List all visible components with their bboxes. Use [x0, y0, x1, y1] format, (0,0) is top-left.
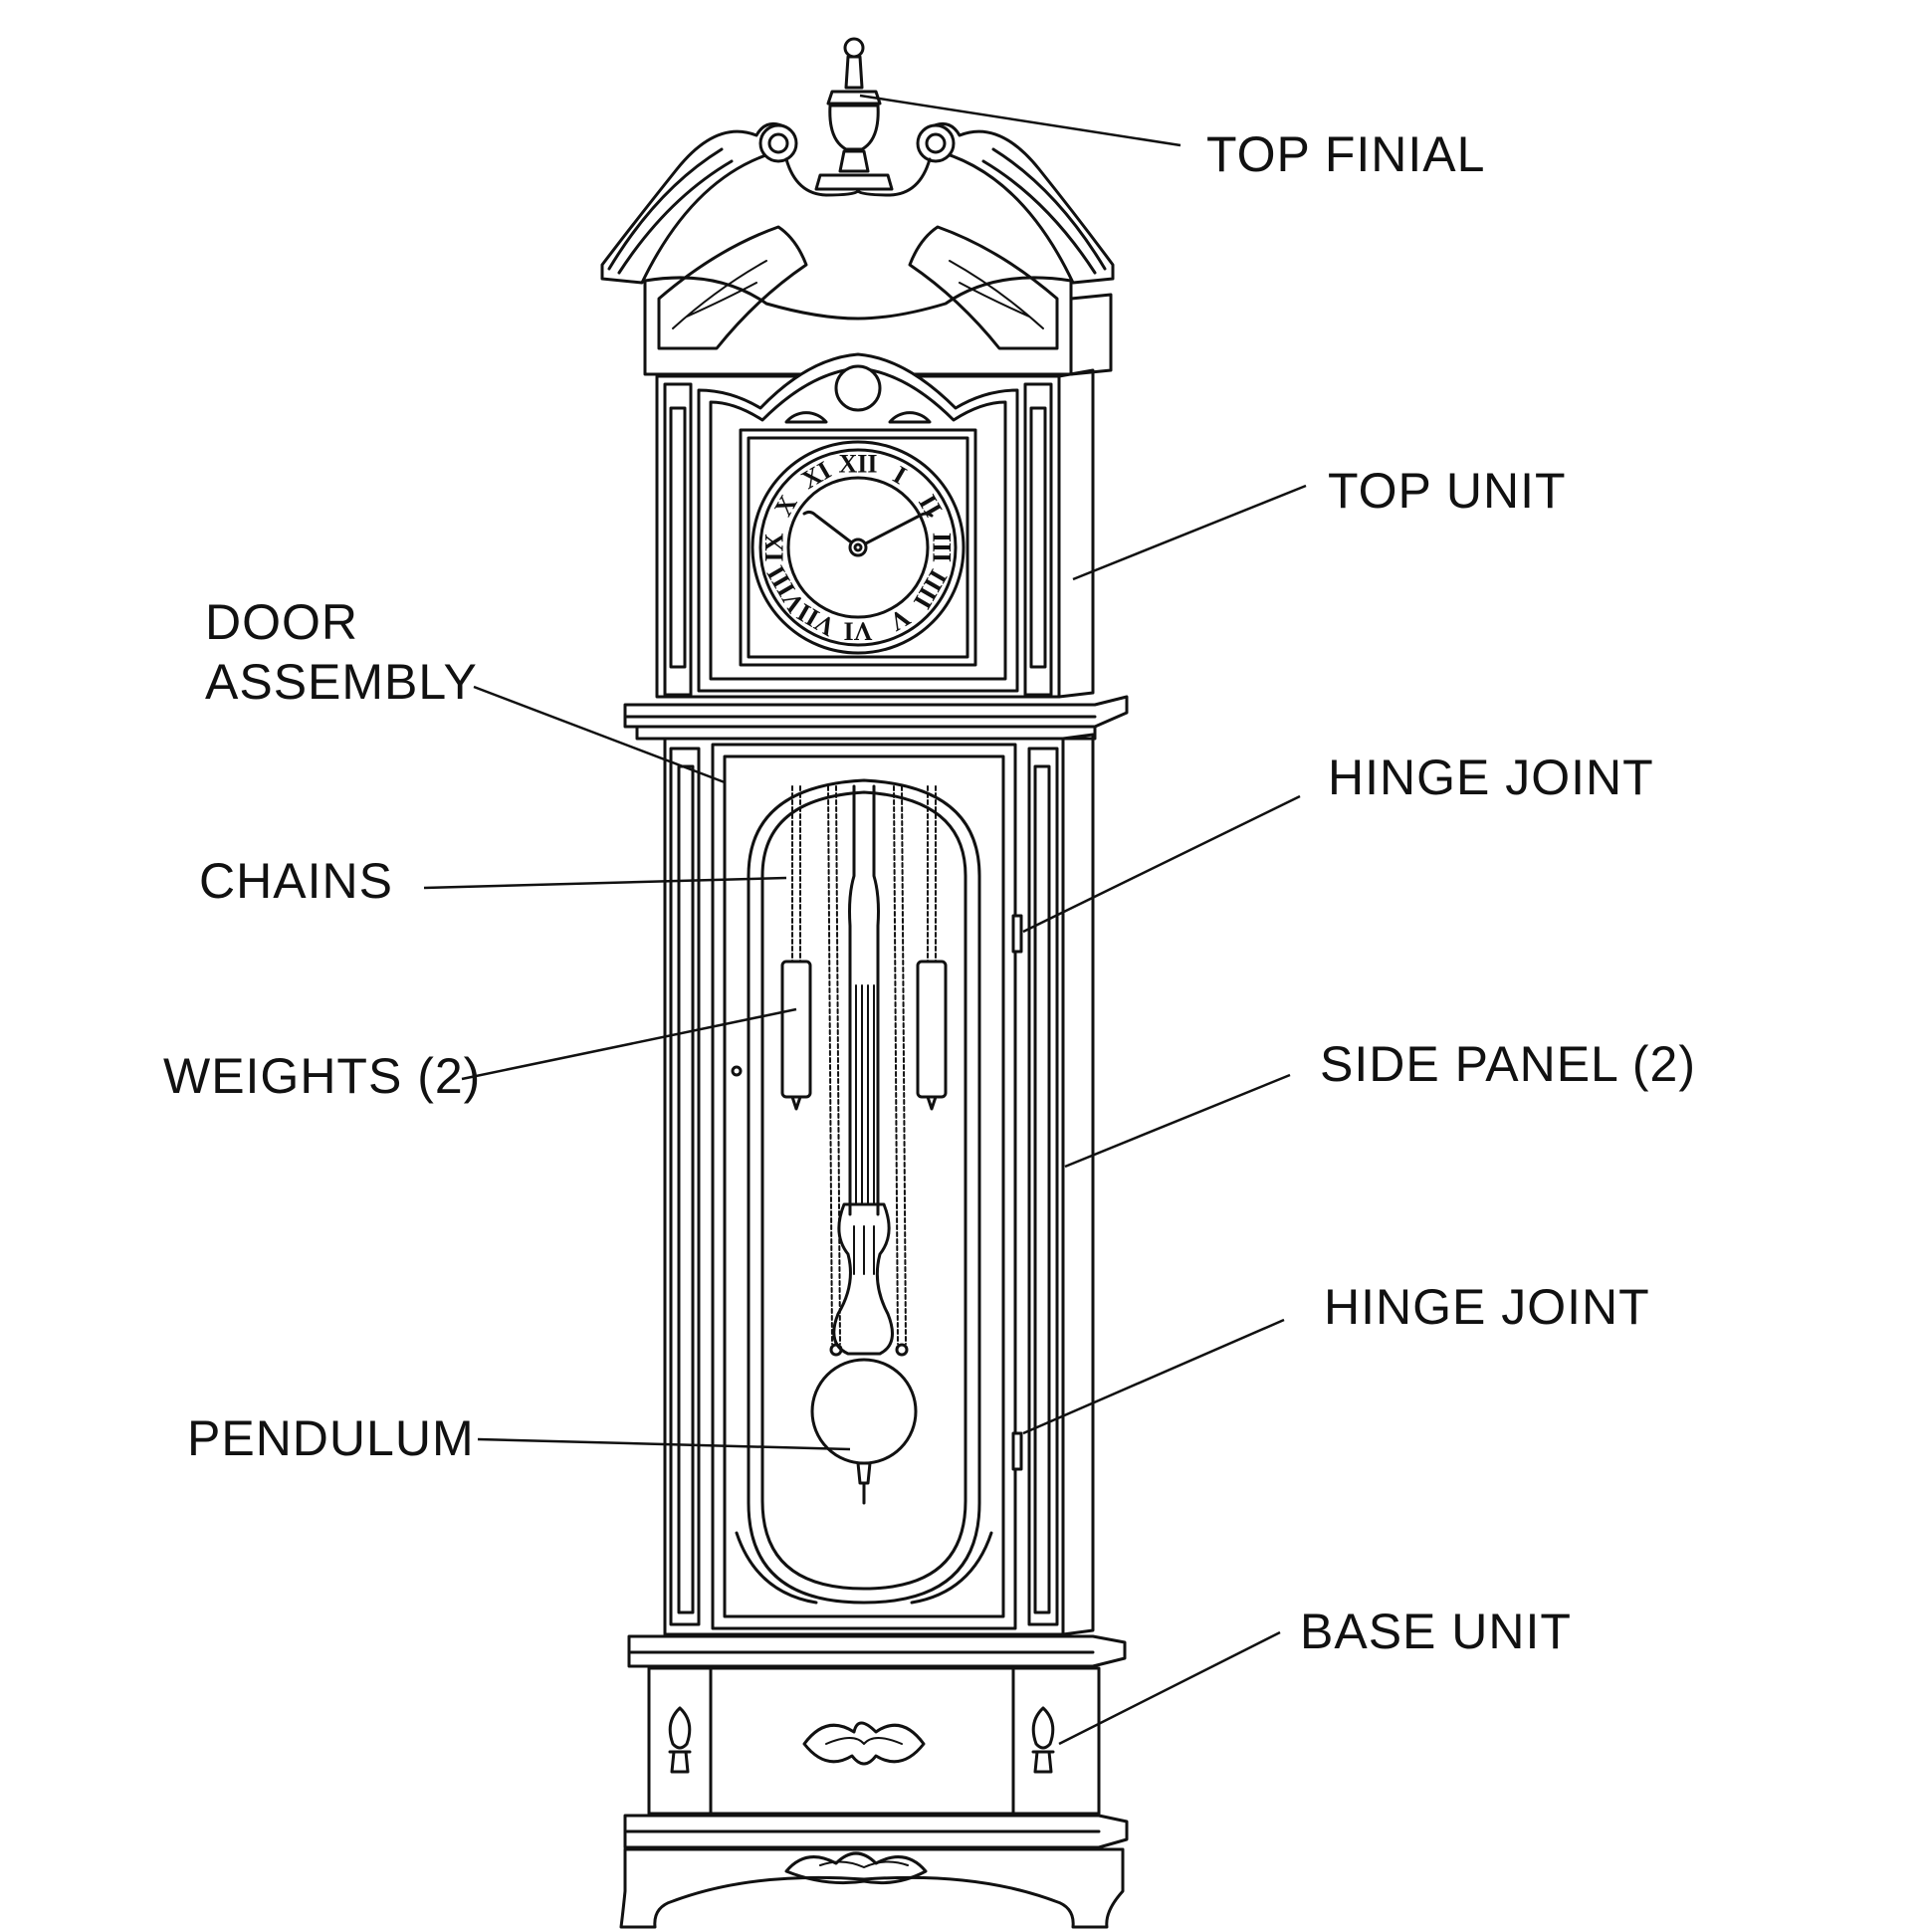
leader-chains [423, 876, 787, 890]
leader-base-unit [1058, 1630, 1281, 1746]
base-molding [627, 1634, 1127, 1668]
case-body [663, 733, 1095, 1636]
leader-weights [461, 1007, 797, 1081]
dial-numeral: III [928, 533, 957, 562]
top-finial [814, 37, 894, 191]
label-base-unit: BASE UNIT [1300, 1604, 1572, 1659]
leader-top-finial [859, 94, 1181, 147]
leader-pendulum [477, 1437, 851, 1451]
dial-numeral: XII [838, 450, 877, 479]
dial-numeral: IX [760, 533, 789, 561]
label-hinge-joint-lower: HINGE JOINT [1324, 1279, 1650, 1335]
waist-molding [623, 695, 1129, 741]
label-hinge-joint-upper: HINGE JOINT [1328, 750, 1654, 805]
label-side-panel: SIDE PANEL (2) [1320, 1036, 1696, 1092]
label-weights: WEIGHTS (2) [163, 1048, 481, 1104]
leader-lines [423, 94, 1307, 1746]
label-top-unit: TOP UNIT [1328, 463, 1567, 519]
dial-numeral: VI [844, 617, 873, 646]
leader-top-unit [1072, 484, 1307, 581]
label-door-assembly-line2: ASSEMBLY [205, 654, 478, 710]
label-pendulum: PENDULUM [187, 1410, 475, 1466]
labels: TOP FINIAL TOP UNIT DOOR ASSEMBLY HINGE … [163, 126, 1696, 1659]
label-chains: CHAINS [199, 853, 393, 909]
base-unit [619, 1666, 1129, 1929]
leader-hinge-joint-lower [1022, 1318, 1285, 1435]
label-top-finial: TOP FINIAL [1206, 126, 1485, 182]
leader-door-assembly [473, 685, 726, 784]
leader-side-panel [1064, 1073, 1291, 1169]
label-door-assembly-line1: DOOR [205, 594, 358, 650]
crown-pediment [600, 121, 1115, 376]
leader-hinge-joint-upper [1022, 794, 1301, 934]
